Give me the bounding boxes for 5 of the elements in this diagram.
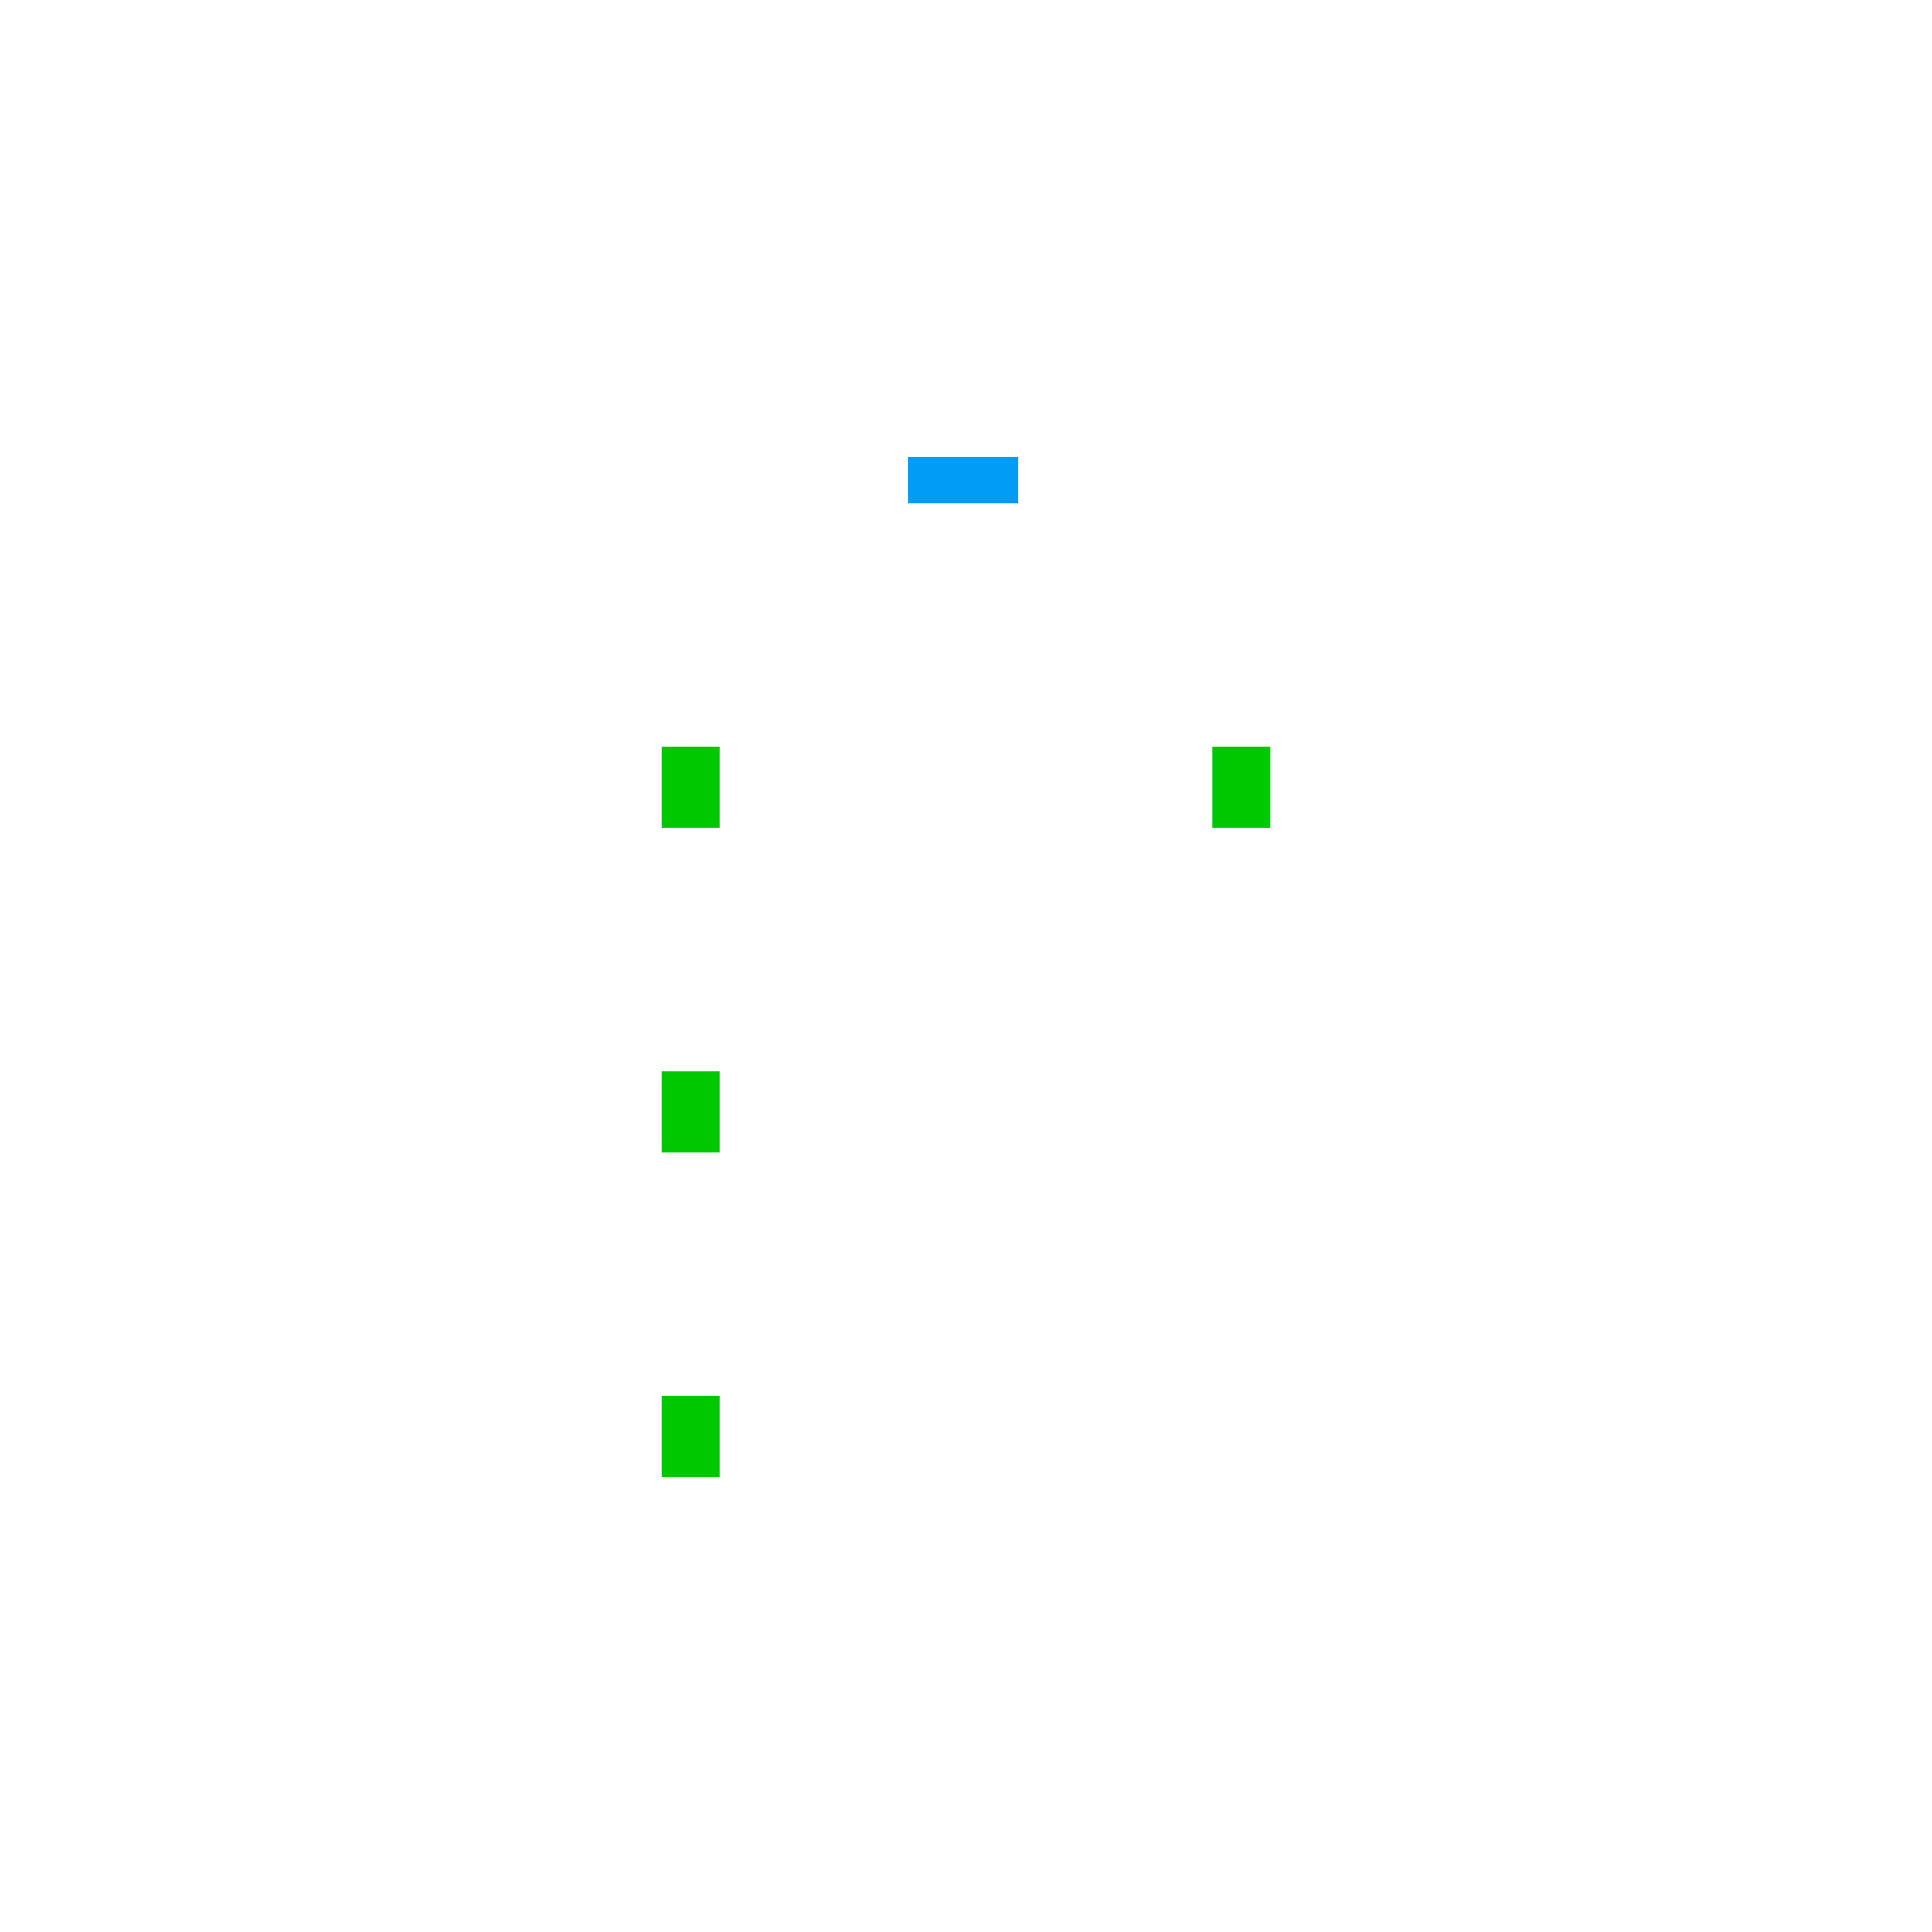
node-bar (908, 456, 1018, 502)
node-box (662, 1395, 720, 1476)
node-box (1212, 746, 1270, 827)
node-box (662, 746, 720, 827)
node-box (662, 1070, 720, 1151)
